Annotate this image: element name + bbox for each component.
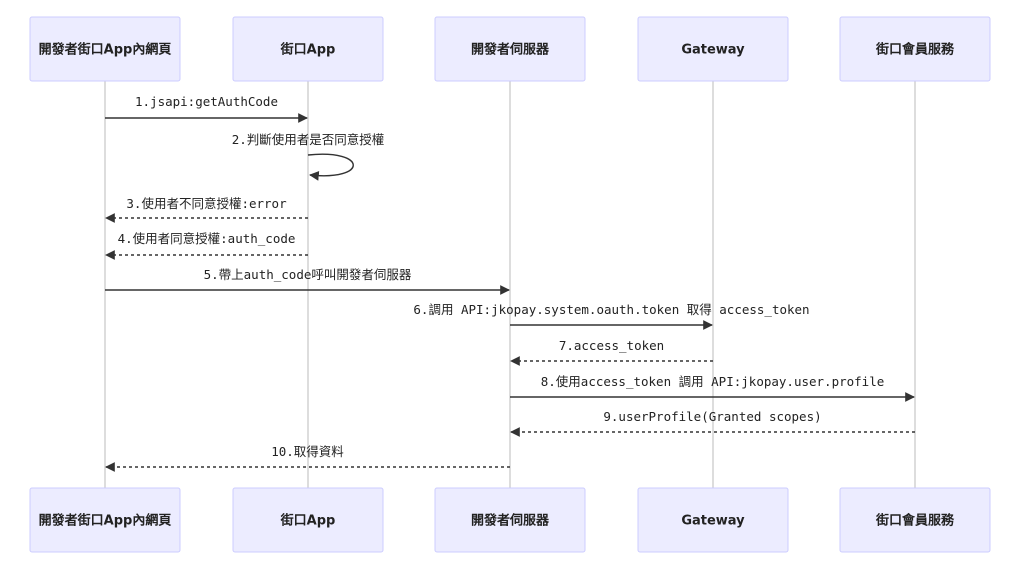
message-label: 6.調用 API:jkopay.system.oauth.token 取得 ac… xyxy=(413,302,809,317)
message-label: 7.access_token xyxy=(559,338,664,353)
message-label: 9.userProfile(Granted scopes) xyxy=(603,409,821,424)
participant-label: 開發者街口App內網頁 xyxy=(39,513,172,529)
participant-box xyxy=(637,16,789,82)
participant-member-bottom: 街口會員服務 xyxy=(839,487,991,553)
message-arrow xyxy=(307,153,354,181)
participant-label: 街口App xyxy=(280,513,336,529)
participant-label: 開發者伺服器 xyxy=(471,42,550,58)
participant-box xyxy=(839,16,991,82)
participant-gateway-top: Gateway xyxy=(637,16,789,82)
participant-label: 街口App xyxy=(280,42,336,58)
participant-box xyxy=(232,487,384,553)
participant-box xyxy=(434,16,586,82)
participant-member-top: 街口會員服務 xyxy=(839,16,991,82)
participant-webpage-bottom: 開發者街口App內網頁 xyxy=(29,487,181,553)
message-4: 4.使用者同意授權:auth_code xyxy=(105,231,308,260)
participant-box xyxy=(29,487,181,553)
message-label: 8.使用access_token 調用 API:jkopay.user.prof… xyxy=(541,374,885,389)
message-9: 9.userProfile(Granted scopes) xyxy=(510,409,915,437)
participant-app-top: 街口App xyxy=(232,16,384,82)
message-8: 8.使用access_token 調用 API:jkopay.user.prof… xyxy=(510,374,915,402)
participant-label: 開發者街口App內網頁 xyxy=(39,42,172,58)
message-label: 5.帶上auth_code呼叫開發者伺服器 xyxy=(204,267,412,282)
participant-box xyxy=(29,16,181,82)
participant-label: Gateway xyxy=(681,514,745,529)
message-label: 3.使用者不同意授權:error xyxy=(126,196,287,211)
participant-label: 街口會員服務 xyxy=(875,513,955,529)
participant-label: 街口會員服務 xyxy=(875,42,955,58)
participant-box xyxy=(637,487,789,553)
message-10: 10.取得資料 xyxy=(105,444,510,472)
participant-box xyxy=(434,487,586,553)
message-5: 5.帶上auth_code呼叫開發者伺服器 xyxy=(105,267,510,295)
message-3: 3.使用者不同意授權:error xyxy=(105,196,308,223)
participant-webpage-top: 開發者街口App內網頁 xyxy=(29,16,181,82)
message-2: 2.判斷使用者是否同意授權 xyxy=(232,132,385,181)
participant-server-top: 開發者伺服器 xyxy=(434,16,586,82)
participant-box xyxy=(232,16,384,82)
message-label: 2.判斷使用者是否同意授權 xyxy=(232,132,385,147)
message-1: 1.jsapi:getAuthCode xyxy=(105,94,308,123)
message-label: 10.取得資料 xyxy=(271,444,344,459)
message-7: 7.access_token xyxy=(510,338,713,366)
message-6: 6.調用 API:jkopay.system.oauth.token 取得 ac… xyxy=(413,302,810,330)
participant-label: 開發者伺服器 xyxy=(471,513,550,529)
participant-box xyxy=(839,487,991,553)
participant-gateway-bottom: Gateway xyxy=(637,487,789,553)
message-label: 1.jsapi:getAuthCode xyxy=(135,94,278,109)
participant-label: Gateway xyxy=(681,43,745,58)
participant-server-bottom: 開發者伺服器 xyxy=(434,487,586,553)
participant-app-bottom: 街口App xyxy=(232,487,384,553)
message-label: 4.使用者同意授權:auth_code xyxy=(118,231,296,246)
